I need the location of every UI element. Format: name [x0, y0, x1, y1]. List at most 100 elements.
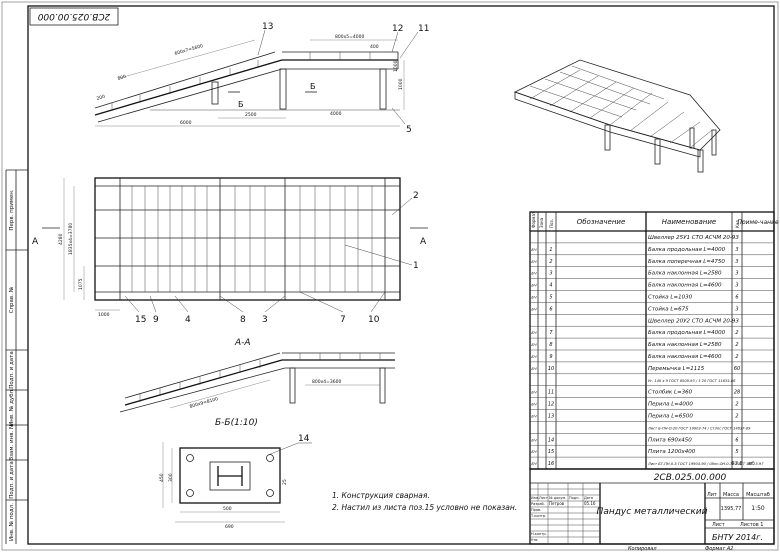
- section-bb-view: Б-Б(1:10) 500 690 300 450 25 14: [159, 418, 312, 530]
- plan-callout-8: 8: [240, 315, 246, 325]
- section-bb-dim-inner-w: 500: [223, 506, 232, 512]
- spec-cell-name: Уг. 140 х 9 ГОСТ 8509-93 / 3 20 ГОСТ 116…: [648, 379, 736, 383]
- notes: 1. Конструкция сварная. 2. Настил из лис…: [332, 491, 517, 512]
- spec-cell-qty: 2: [735, 402, 738, 408]
- title-mass: 1395,77: [721, 506, 742, 512]
- spec-cell-fmt: БЧ: [531, 390, 537, 395]
- title-scale-header: Масштаб: [746, 492, 770, 498]
- spec-cell-fmt: БЧ: [531, 461, 537, 466]
- title-role-list: Лист: [539, 496, 548, 500]
- spec-cell-name: Плита 1200х400: [648, 449, 696, 455]
- spec-cell-name: Стойка L=675: [648, 306, 689, 312]
- title-date: 05.16: [584, 501, 596, 506]
- section-aa-title: А-А: [234, 338, 251, 348]
- section-bb-dim-outer-h: 450: [159, 473, 165, 482]
- spec-cell-fmt: БЧ: [531, 271, 537, 276]
- title-role-utv: Утв.: [531, 538, 538, 542]
- spec-cell-qty: 2: [735, 354, 738, 360]
- side-callout-12: 12: [392, 24, 403, 34]
- section-aa-view: А-А 800х9=8100 800х4=3600: [119, 338, 395, 413]
- spec-cell-fmt: БЧ: [531, 330, 537, 335]
- spec-cell-name: Балка наклонная L=2580: [648, 342, 722, 348]
- spec-cell-pos: 5: [549, 294, 552, 300]
- plan-callout-10: 10: [368, 315, 380, 325]
- spec-cell-fmt: БЧ: [531, 449, 537, 454]
- copied-label: Копировал: [628, 546, 657, 552]
- spec-cell-qty: 3: [735, 283, 738, 289]
- spec-cell-name: Перила L=4000: [648, 402, 693, 408]
- plan-callout-1: 1: [413, 261, 419, 271]
- spec-cell-qty: 28: [734, 390, 740, 396]
- strip-inv: Инв. № подл.: [9, 503, 15, 541]
- spec-cell-pos: 2: [549, 259, 552, 265]
- strip-dubl: Инв. № дубл.: [9, 388, 15, 426]
- spec-cell-name: Лист Б-ПН-О-20 ГОСТ 19903-74 / Ст3пс ГОС…: [647, 426, 751, 430]
- spec-cell-qty: 3: [735, 271, 738, 277]
- strip-podp2: Подп. и дата: [9, 461, 15, 498]
- side-callout-13: 13: [262, 22, 273, 32]
- strip-podp1: Подп. и дата: [9, 351, 15, 388]
- strip-sprav: Справ. №: [9, 286, 15, 313]
- strip-perv: Перв. примен.: [9, 189, 15, 231]
- title-org: БНТУ 2014г.: [712, 533, 763, 542]
- spec-cell-fmt: БЧ: [531, 402, 537, 407]
- spec-cell-name: Перемычка L=1115: [648, 366, 705, 372]
- note-1: 1. Конструкция сварная.: [332, 491, 430, 500]
- plan-section-a-right: А: [420, 237, 427, 247]
- spec-cell-pos: 9: [549, 354, 552, 360]
- spec-cell-name: Балка продольная L=4000: [648, 247, 726, 253]
- side-view: Б Б 600х7=5600 800х5=4000 6000 2500 4000…: [94, 22, 429, 135]
- title-developer: Петров: [549, 501, 565, 506]
- title-sheet: Лист: [712, 522, 725, 528]
- spec-cell-name: Швеллер 20У2 СТО АСЧМ 20-93: [648, 318, 739, 324]
- spec-cell-qty: 2: [735, 342, 738, 348]
- title-role-prov: Пров.: [531, 508, 541, 512]
- plan-callout-2: 2: [413, 191, 419, 201]
- spec-cell-qty: 3: [735, 259, 738, 265]
- spec-cell-name: Стойка L=1030: [648, 294, 693, 300]
- spec-cell-pos: 6: [549, 306, 552, 312]
- spec-cell-pos: 12: [548, 402, 554, 408]
- spec-cell-name: Швеллер 25У1 СТО АСЧМ 20-93: [648, 235, 739, 241]
- plan-dim-inner-h: 1835x4=3780: [68, 223, 74, 255]
- side-dim-run: 6000: [180, 120, 192, 126]
- spec-cell-name: Балка наклонная L=4600: [648, 354, 722, 360]
- plan-callout-4: 4: [185, 315, 191, 325]
- spec-cell-fmt: БЧ: [531, 247, 537, 252]
- section-bb-dim-inner-h: 300: [168, 473, 174, 482]
- strip-vzam: Взам. инв. №: [9, 423, 15, 461]
- section-bb-dim-outer-w: 690: [225, 524, 234, 530]
- spec-header-note: Приме-чание: [737, 219, 779, 226]
- side-dim-small-top: 400: [370, 44, 379, 50]
- spec-header-pos: Поз.: [549, 219, 554, 228]
- spec-cell-name: Балка наклонная L=2580: [648, 271, 722, 277]
- plan-callout-9: 9: [153, 315, 159, 325]
- top-stamp: 2СВ.025.00.000: [29, 7, 119, 26]
- spec-cell-name: Плита 690х450: [648, 437, 692, 443]
- spec-cell-pos: 13: [548, 413, 554, 419]
- spec-cell-name: Перила L=6500: [648, 413, 693, 419]
- side-callout-11: 11: [418, 24, 429, 34]
- section-bb-title: Б-Б(1:10): [215, 418, 258, 428]
- spec-cell-pos: 4: [549, 283, 552, 289]
- side-dim-slope: 600х7=5600: [174, 43, 204, 57]
- spec-cell-fmt: БЧ: [531, 342, 537, 347]
- side-dim-top: 800х5=4000: [335, 34, 364, 40]
- top-stamp-code: 2СВ.025.00.000: [37, 11, 110, 21]
- spec-cell-name: Лист БТ-ПН-0-5 ГОСТ 19904-90 / 08пс-ОН-0…: [647, 462, 764, 466]
- spec-cell-fmt: БЧ: [531, 366, 537, 371]
- title-mass-header: Масса: [723, 492, 739, 498]
- side-dim-left: 800: [117, 74, 127, 82]
- title-block: 2СВ.025.00.000 Пандус металлический Лит …: [529, 468, 775, 545]
- spec-cell-pos: 3: [549, 271, 552, 277]
- spec-cell-pos: 15: [548, 449, 554, 455]
- spec-cell-pos: 8: [549, 342, 552, 348]
- section-aa-dim-slope: 800х9=8100: [189, 396, 219, 410]
- side-dim-small-right: 1000: [393, 60, 399, 72]
- spec-cell-qty: 2: [735, 330, 738, 336]
- spec-cell-fmt: БЧ: [531, 437, 537, 442]
- spec-cell-qty: 60: [734, 366, 740, 372]
- spec-header-name: Наименование: [662, 218, 716, 226]
- spec-cell-fmt: БЧ: [531, 283, 537, 288]
